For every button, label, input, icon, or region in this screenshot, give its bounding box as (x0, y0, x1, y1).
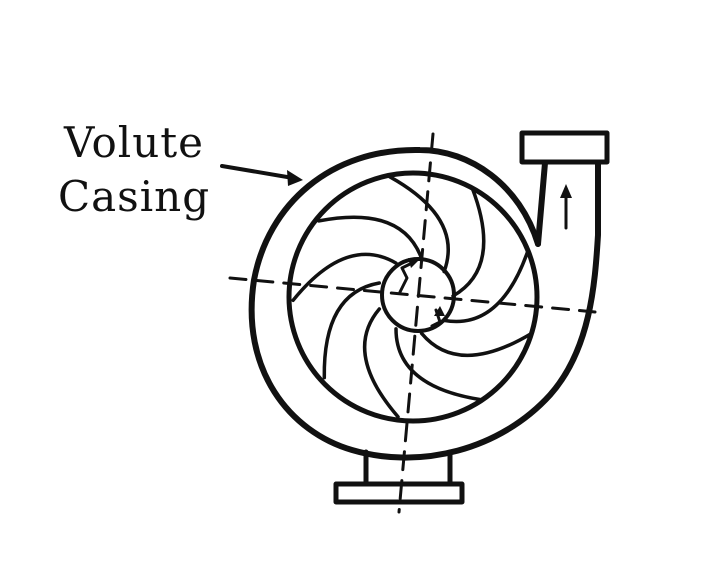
discharge-flange (519, 130, 610, 165)
impeller-vanes (291, 174, 533, 419)
impeller-vane (291, 252, 398, 303)
impeller-vane (451, 186, 486, 298)
discharge-duct-inner-wall (535, 160, 548, 247)
hub-rotation-arrows (398, 258, 445, 328)
vertical-centerline (397, 132, 435, 514)
impeller-vane (394, 327, 482, 402)
impeller-vane (442, 248, 530, 324)
impeller-vane (387, 174, 450, 274)
impeller-vane (317, 215, 424, 261)
base-flange (333, 481, 465, 505)
impeller-vane (322, 281, 382, 380)
volute-label-line-1: Volute (64, 118, 204, 167)
impeller-vane (419, 331, 533, 358)
casing-label-line-2: Casing (58, 172, 211, 221)
impeller-vane (362, 307, 400, 419)
volute-casing-outline (248, 146, 601, 461)
impeller-rim (286, 170, 540, 424)
label-pointer-arrow (220, 164, 303, 186)
discharge-flow-arrow (560, 184, 572, 230)
horizontal-centerline (228, 276, 597, 314)
